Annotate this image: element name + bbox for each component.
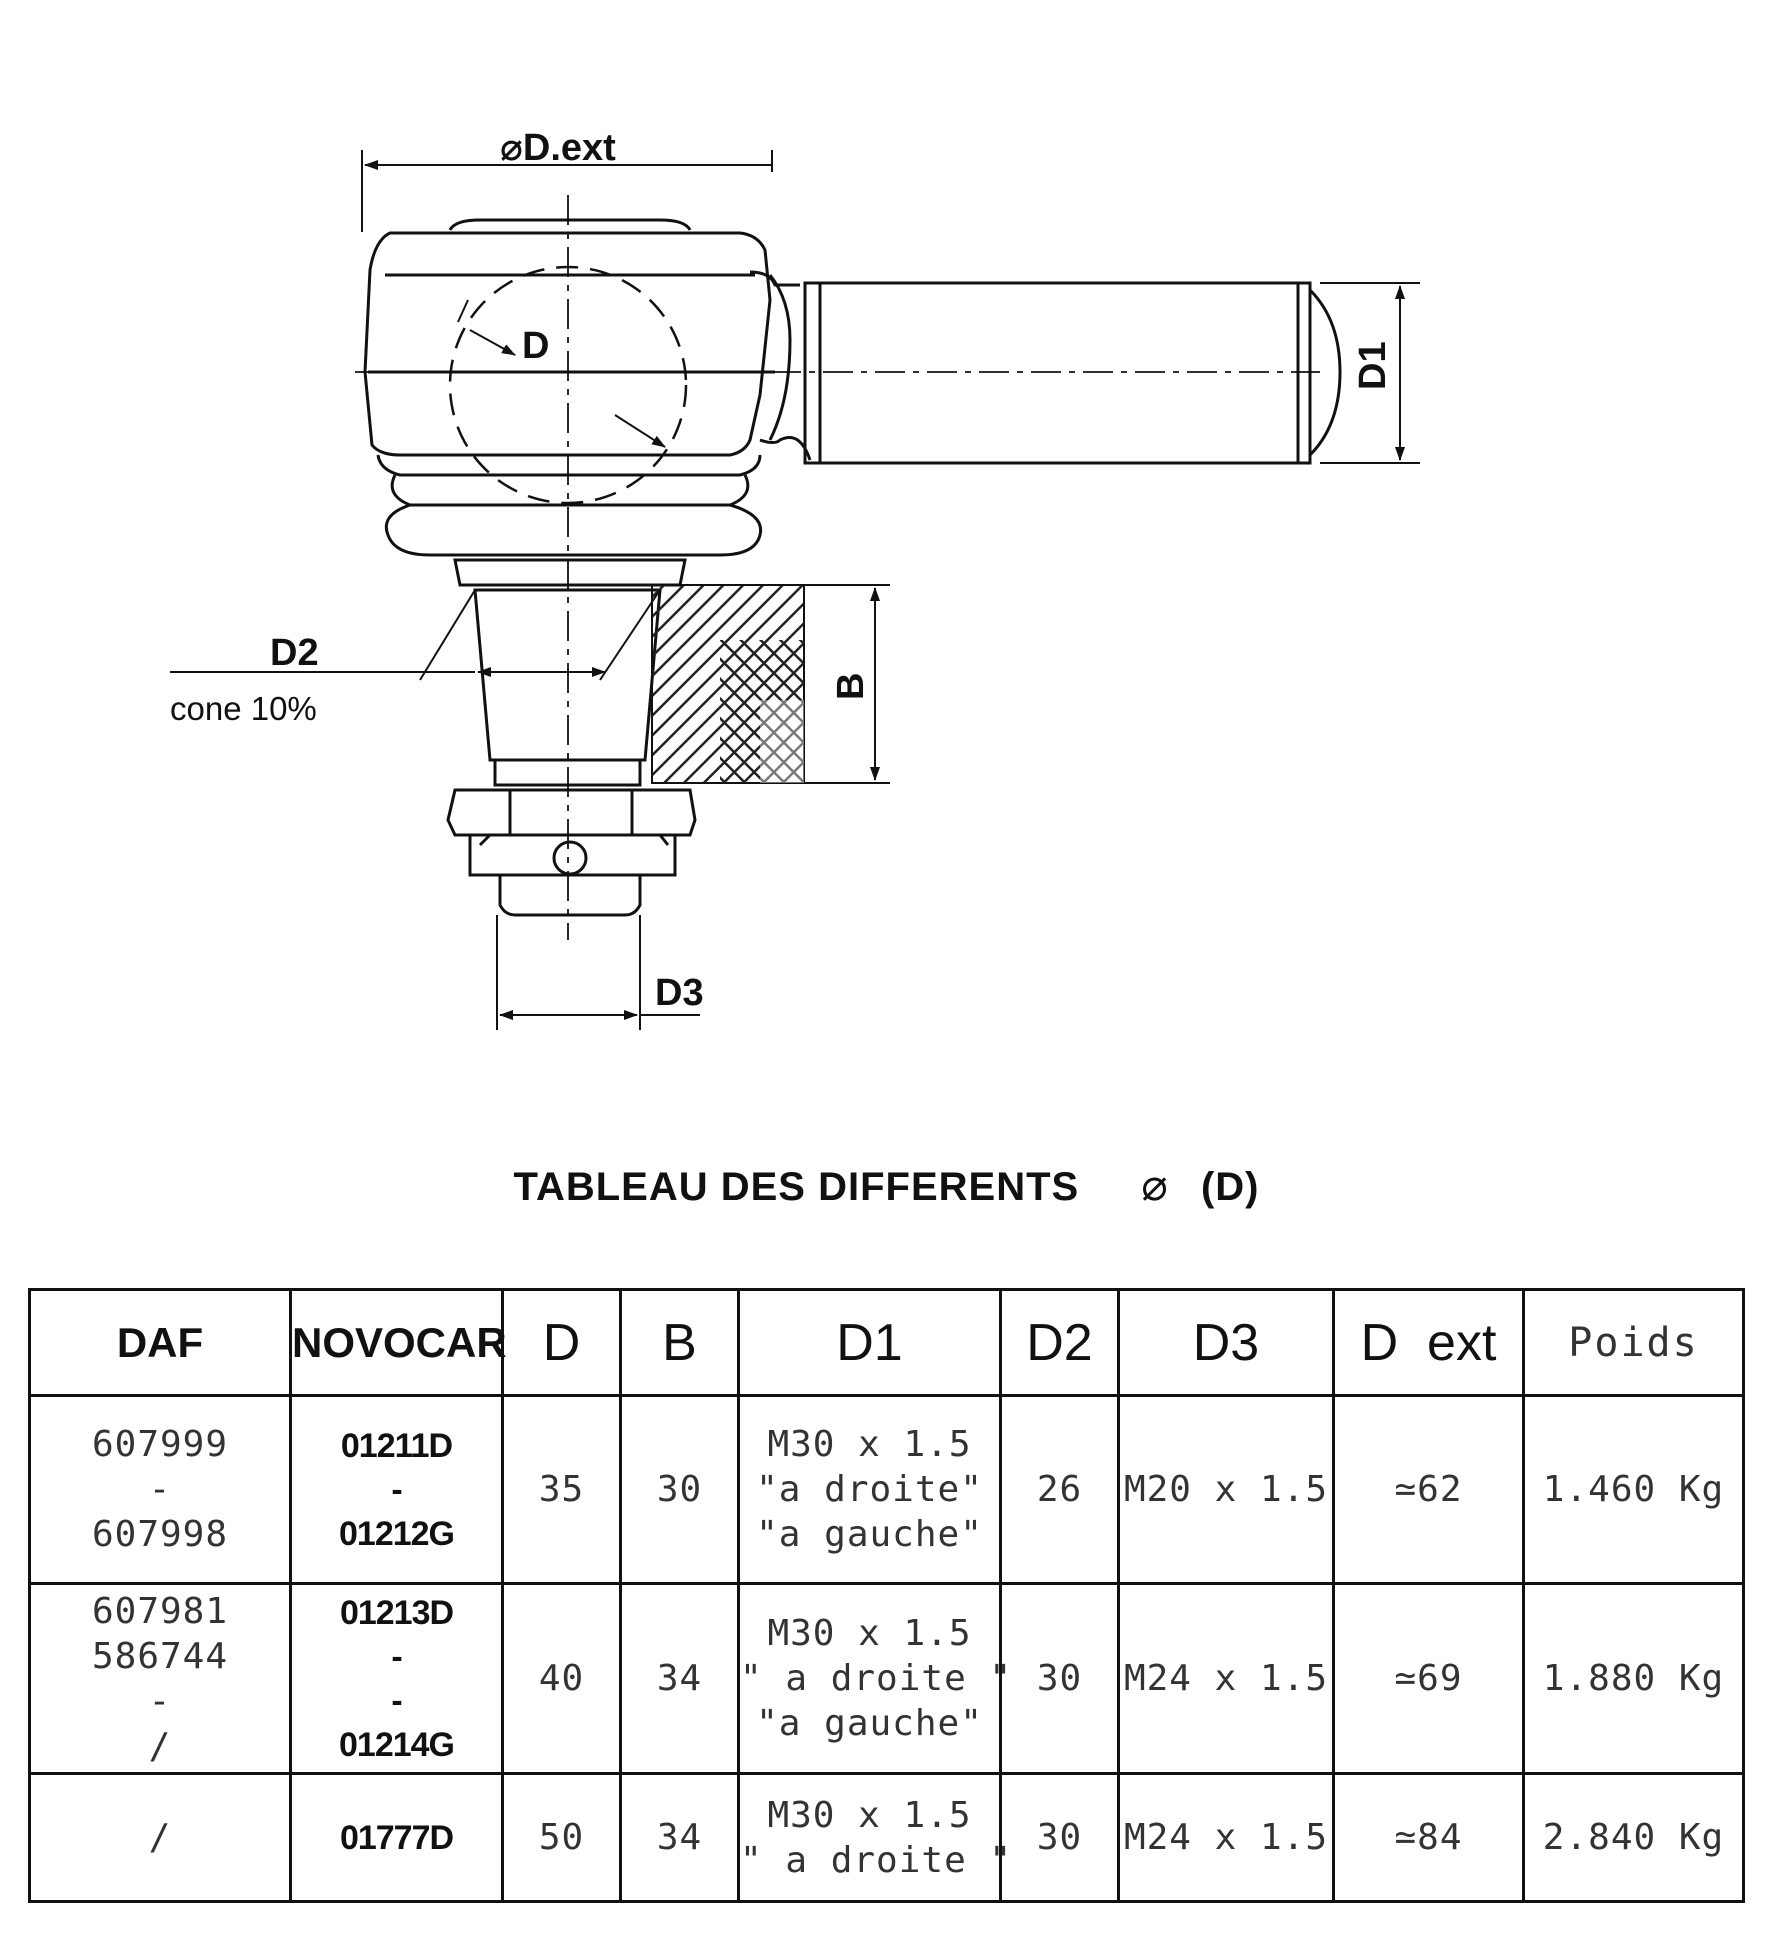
table-row: 607981 586744 - / 01213D - - 01214G 40 3… (28, 1582, 1745, 1775)
header-poids: Poids (1522, 1288, 1745, 1397)
novocar-line: 01777D (339, 1818, 454, 1857)
header-d2: D2 (999, 1288, 1120, 1397)
spec-table: DAF NOVOCAR D B D1 D2 D3 D ext Poids 607… (28, 1288, 1745, 1903)
cell-d: 50 (501, 1772, 622, 1903)
dimension-lines (170, 150, 1420, 1030)
header-d1: D1 (737, 1288, 1002, 1397)
cell-poids: 2.840 Kg (1522, 1772, 1745, 1903)
d1-line: " a droite " (740, 1658, 1013, 1699)
daf-line: 607981 (91, 1590, 229, 1632)
daf-line: - (148, 1680, 172, 1722)
d1-line: " a droite " (740, 1839, 1013, 1881)
cell-d1: M30 x 1.5 "a droite" "a gauche" (737, 1394, 1002, 1585)
diameter-symbol: ⌀ (1141, 1161, 1169, 1210)
cell-poids: 1.880 Kg (1522, 1582, 1745, 1775)
center-lines (355, 195, 1320, 940)
daf-line: / (148, 1817, 172, 1858)
cell-dext: ≃62 (1332, 1394, 1525, 1585)
cell-daf: 607999 - 607998 (28, 1394, 292, 1585)
table-title: TABLEAU DES DIFFERENTS ⌀ (D) (0, 1160, 1773, 1211)
cell-novocar: 01213D - - 01214G (289, 1582, 504, 1775)
d1-label: D1 (1352, 341, 1394, 390)
cell-d2: 30 (999, 1772, 1120, 1903)
cell-b: 34 (619, 1582, 740, 1775)
cell-novocar: 01777D (289, 1772, 504, 1903)
header-dext: D ext (1332, 1288, 1525, 1397)
table-title-text: TABLEAU DES DIFFERENTS (513, 1165, 1080, 1209)
cell-d: 35 (501, 1394, 622, 1585)
cell-d3: M24 x 1.5 (1117, 1772, 1335, 1903)
daf-line: - (148, 1469, 172, 1510)
tie-rod-end-outline (363, 218, 1342, 917)
novocar-line: 01212G (339, 1514, 455, 1553)
cell-dext: ≃69 (1332, 1582, 1525, 1775)
cone-label: cone 10% (170, 690, 317, 727)
cell-d: 40 (501, 1582, 622, 1775)
novocar-line: 01214G (339, 1725, 455, 1764)
header-b: B (619, 1288, 740, 1397)
daf-line: 586744 (91, 1635, 229, 1677)
header-daf: DAF (28, 1288, 292, 1397)
table-header-row: DAF NOVOCAR D B D1 D2 D3 D ext Poids (28, 1288, 1745, 1397)
cell-d1: M30 x 1.5 " a droite " (737, 1772, 1013, 1903)
novocar-line: 01211D (340, 1426, 453, 1465)
cell-b: 30 (619, 1394, 740, 1585)
table-row: 607999 - 607998 01211D - 01212G 35 30 M3… (28, 1394, 1745, 1585)
cell-dext: ≃84 (1332, 1772, 1525, 1903)
technical-drawing: ⌀D.ext D D1 B D2 cone 10% D3 (170, 127, 1420, 1030)
d3-label: D3 (655, 972, 704, 1014)
b-label: B (830, 673, 872, 700)
daf-line: 607998 (91, 1514, 229, 1555)
novocar-line: 01213D (339, 1593, 454, 1632)
d1-line: M30 x 1.5 (767, 1613, 972, 1654)
table-row: / 01777D 50 34 M30 x 1.5 " a droite " 30… (28, 1772, 1745, 1903)
cell-novocar: 01211D - 01212G (289, 1394, 504, 1585)
d1-line: M30 x 1.5 (767, 1424, 972, 1465)
daf-line: / (148, 1725, 172, 1767)
novocar-line: - (391, 1470, 402, 1509)
d1-line: M30 x 1.5 (767, 1794, 972, 1836)
novocar-line: - (391, 1681, 402, 1720)
hatched-section (651, 584, 805, 784)
cell-daf: 607981 586744 - / (28, 1582, 292, 1775)
header-d3: D3 (1117, 1288, 1335, 1397)
novocar-line: - (391, 1637, 402, 1676)
cell-d1: M30 x 1.5 " a droite " "a gauche" (737, 1582, 1013, 1775)
cell-d2: 26 (999, 1394, 1120, 1585)
cell-daf: / (28, 1772, 292, 1903)
cell-b: 34 (619, 1772, 740, 1903)
cell-d2: 30 (999, 1582, 1120, 1775)
cell-poids: 1.460 Kg (1522, 1394, 1745, 1585)
daf-line: 607999 (91, 1424, 229, 1465)
d1-line: "a gauche" (756, 1703, 983, 1744)
d1-line: "a droite" (756, 1469, 983, 1510)
d2-label: D2 (270, 632, 319, 674)
table-title-suffix: (D) (1200, 1165, 1260, 1209)
cell-d3: M24 x 1.5 (1117, 1582, 1335, 1775)
cell-d3: M20 x 1.5 (1117, 1394, 1335, 1585)
header-novocar: NOVOCAR (289, 1288, 507, 1397)
d1-line: "a gauche" (756, 1514, 983, 1555)
d-label: D (522, 325, 549, 367)
header-d: D (501, 1288, 622, 1397)
dext-label: ⌀D.ext (500, 127, 616, 169)
